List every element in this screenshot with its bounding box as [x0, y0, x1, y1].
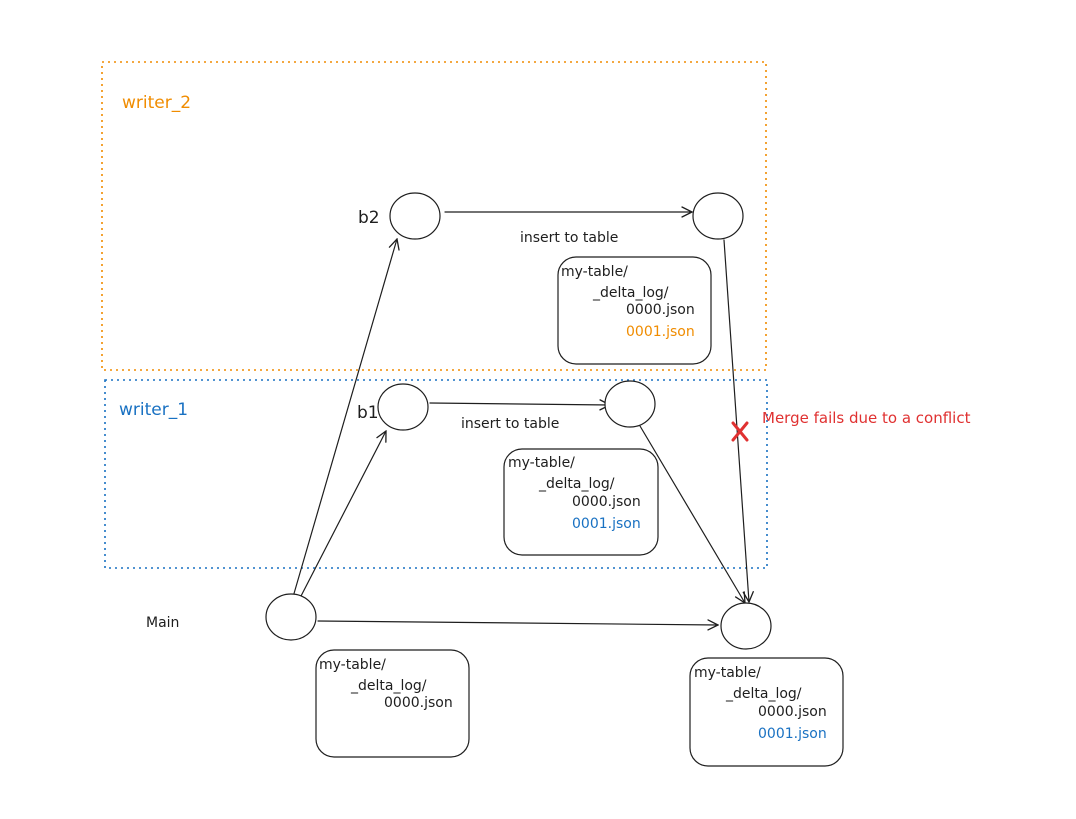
writer-2-log-box [557, 256, 712, 365]
writer-1-region [104, 379, 768, 569]
b2-insert-label: insert to table [520, 230, 618, 246]
log-line: my-table/ [319, 657, 386, 673]
writer-2-log: my-table/ _delta_log/ 0000.json 0001.jso… [561, 264, 695, 340]
log-line: 0000.json [758, 704, 827, 720]
log-line: my-table/ [561, 264, 628, 280]
edge-writer-1-merge [639, 425, 745, 603]
edge-b1-insert [429, 403, 610, 405]
branch-b2-label: b2 [358, 208, 380, 228]
branch-main-label: Main [146, 615, 179, 631]
log-line: 0001.json [626, 324, 695, 340]
conflict-label: Merge fails due to a conflict [762, 409, 971, 427]
commit-b1-start [377, 383, 429, 431]
log-line: 0001.json [572, 516, 641, 532]
x-mark-icon [731, 421, 749, 442]
log-line: _delta_log/ [592, 285, 669, 301]
edge-writer-2-merge [723, 239, 749, 602]
branch-b1-label: b1 [357, 403, 379, 423]
writer-1-log-box [503, 448, 659, 556]
main-start-log-box [315, 649, 470, 758]
edge-main-to-b1 [299, 431, 386, 599]
commit-b1-end [604, 380, 656, 428]
main-end-log: my-table/ _delta_log/ 0000.json 0001.jso… [694, 665, 827, 742]
edge-main-to-b2 [292, 239, 397, 598]
commit-b2-start [389, 192, 441, 240]
log-line: my-table/ [694, 665, 761, 681]
log-line: 0001.json [758, 726, 827, 742]
log-line: my-table/ [508, 455, 575, 471]
log-line: _delta_log/ [538, 476, 615, 492]
commit-main-start [265, 593, 317, 641]
commit-b2-end [692, 192, 744, 240]
writer-1-log: my-table/ _delta_log/ 0000.json 0001.jso… [508, 455, 641, 532]
writer-2-region [101, 61, 767, 371]
log-line: 0000.json [626, 302, 695, 318]
writer-1-label: writer_1 [119, 400, 188, 420]
main-start-log: my-table/ _delta_log/ 0000.json [319, 657, 453, 711]
edge-main-to-merge [317, 621, 718, 625]
log-line: 0000.json [384, 695, 453, 711]
commit-main-merge [720, 602, 772, 650]
writer-2-label: writer_2 [122, 93, 191, 113]
log-line: _delta_log/ [725, 686, 802, 702]
b1-insert-label: insert to table [461, 416, 559, 432]
main-end-log-box [689, 657, 844, 767]
log-line: _delta_log/ [350, 678, 427, 694]
log-line: 0000.json [572, 494, 641, 510]
